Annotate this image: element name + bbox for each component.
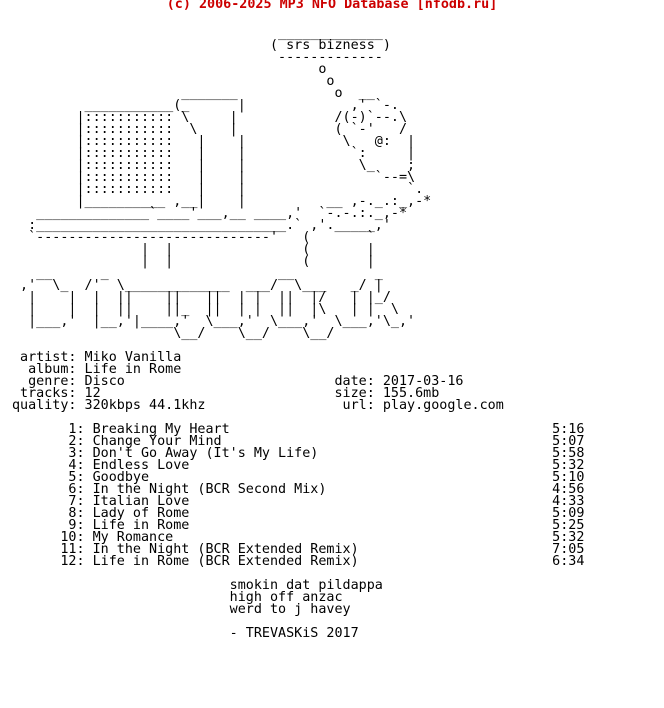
art-line: |::::::::::: \ | /(-)`--.\ xyxy=(12,110,408,125)
release-info: artist: Miko Vanilla album: Life in Rome… xyxy=(12,350,584,413)
track-row: 12: Life in Rome (BCR Extended Remix) 6:… xyxy=(12,554,585,569)
art-line: |::::::::::: | | `: | xyxy=(12,146,416,161)
art-line: ___________(_ | ,' `-. xyxy=(12,98,399,113)
note-line: werd to j havey xyxy=(12,602,351,617)
track-row: 10: My Romance 5:32 xyxy=(12,530,585,545)
art-line: | | | || ||_ || | | || |\ | | \ xyxy=(12,302,399,317)
art-line: :_______________________________.` ,'.__… xyxy=(12,218,391,233)
track-row: 7: Italian Love 4:33 xyxy=(12,494,585,509)
ascii-art: _____________ ( srs bizness ) ----------… xyxy=(12,26,584,341)
info-row: artist: Miko Vanilla xyxy=(12,350,182,365)
track-row: 3: Don't Go Away (It's My Life) 5:58 xyxy=(12,446,585,461)
signoff-line: - TREVASKiS 2017 xyxy=(12,626,359,641)
info-row: genre: Disco date: 2017-03-16 xyxy=(12,374,464,389)
art-line: _____________ xyxy=(12,26,383,41)
track-row: 4: Endless Love 5:32 xyxy=(12,458,585,473)
art-line: ______________`____'___,__ ____,' `-.-.:… xyxy=(12,206,408,221)
art-line: | | | || || || | | || |/ | |_/ xyxy=(12,290,391,305)
art-line: |::::::::::: \ | ( `-' / xyxy=(12,122,408,137)
track-row: 6: In the Night (BCR Second Mix) 4:56 xyxy=(12,482,585,497)
art-line: |::::::::::: | | `--=\ xyxy=(12,170,416,185)
track-row: 2: Change Your Mind 5:07 xyxy=(12,434,585,449)
art-line: _______ o __ xyxy=(12,86,375,101)
art-line: |::::::::::: | | `. xyxy=(12,182,424,197)
info-row: quality: 320kbps 44.1khz url: play.googl… xyxy=(12,398,504,413)
art-line: |___,' |__,'|____,' \___,' \___,' \___,'… xyxy=(12,314,416,329)
info-row: album: Life in Rome xyxy=(12,362,182,377)
note-line: high off anzac xyxy=(12,590,343,605)
art-line: ( srs bizness ) xyxy=(12,38,391,53)
art-line: o xyxy=(12,74,335,89)
art-line: | | ( | xyxy=(12,242,375,257)
art-line: ------------- xyxy=(12,50,383,65)
track-row: 8: Lady of Rome 5:09 xyxy=(12,506,585,521)
track-row: 1: Breaking My Heart 5:16 xyxy=(12,422,585,437)
art-line: |::::::::::: | | \_ ; xyxy=(12,158,416,173)
art-line: \__/ \__/ \__/ xyxy=(12,326,335,341)
info-row: tracks: 12 size: 155.6mb xyxy=(12,386,440,401)
art-line: |__________ ,__| | __ ,-._.:_,-* xyxy=(12,194,432,209)
art-line: |::::::::::: | | \ @: | xyxy=(12,134,416,149)
art-line: o xyxy=(12,62,327,77)
track-row: 9: Life in Rome 5:25 xyxy=(12,518,585,533)
art-line: | | ( | xyxy=(12,254,375,269)
track-row: 11: In the Night (BCR Extended Remix) 7:… xyxy=(12,542,585,557)
nfodb-copyright-header: (c) 2006-2025 MP3 NFO Database [nfodb.ru… xyxy=(166,0,498,12)
art-line: __ _ __ _ xyxy=(12,266,383,281)
greetings: smokin dat pildappa high off anzac werd … xyxy=(12,578,584,617)
signoff: - TREVASKiS 2017 xyxy=(12,626,584,641)
note-line: smokin dat pildappa xyxy=(12,578,383,593)
track-row: 5: Goodbye 5:10 xyxy=(12,470,585,485)
art-line: ,' \_ /' \_____________ ___/ \___ _/ | xyxy=(12,278,383,293)
nfo-text: _____________ ( srs bizness ) ----------… xyxy=(12,26,585,641)
tracklist: 1: Breaking My Heart 5:16 2: Change Your… xyxy=(12,422,585,569)
art-line: `-----------------------------' ( ` xyxy=(12,230,375,245)
